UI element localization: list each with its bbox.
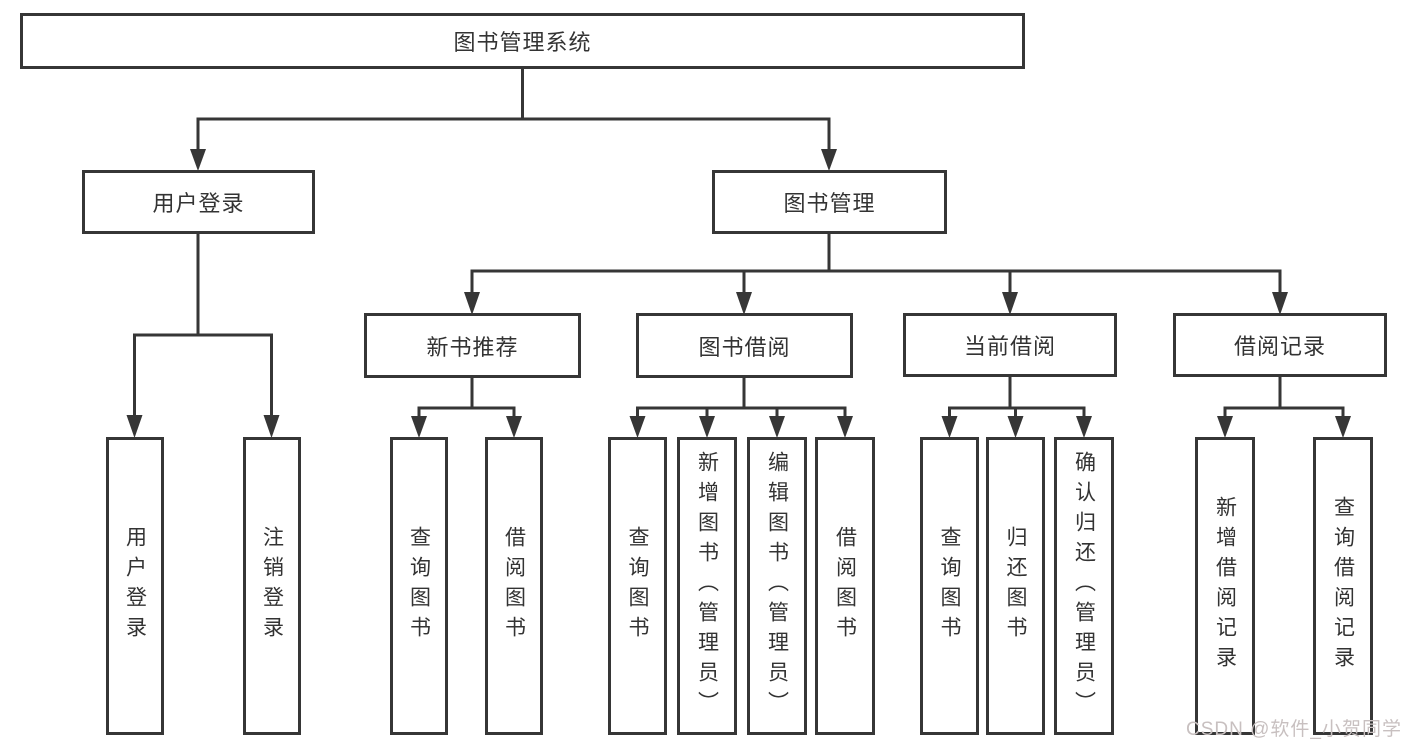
node-book-borrow: 图书借阅 — [636, 313, 853, 378]
leaf-user-login: 用户登录 — [106, 437, 164, 735]
leaf-query-borrow-record: 查询借阅记录 — [1313, 437, 1373, 735]
connector-user-login-to-leaves — [126, 233, 280, 438]
leaf-logout: 注销登录 — [243, 437, 301, 735]
leaf-borrow-books-borrow-label: 借阅图书 — [833, 526, 857, 646]
leaf-query-books-recommend: 查询图书 — [390, 437, 448, 735]
leaf-logout-label: 注销登录 — [260, 526, 284, 646]
csdn-watermark: CSDN @软件_小贺同学 — [1186, 719, 1402, 740]
node-new-book-recommend: 新书推荐 — [364, 313, 581, 378]
leaf-add-book-admin: 新增图书（管理员） — [677, 437, 737, 735]
node-borrow-records: 借阅记录 — [1173, 313, 1387, 377]
node-user-login: 用户登录 — [82, 170, 315, 234]
leaf-return-books: 归还图书 — [986, 437, 1045, 735]
connector-recommend-to-leaves — [411, 378, 522, 438]
leaf-edit-book-admin: 编辑图书（管理员） — [747, 437, 807, 735]
leaf-user-login-label: 用户登录 — [123, 526, 147, 646]
node-book-management: 图书管理 — [712, 170, 947, 234]
leaf-query-books-current-label: 查询图书 — [938, 526, 961, 646]
leaf-borrow-books-recommend: 借阅图书 — [485, 437, 543, 735]
leaf-edit-book-admin-label: 编辑图书（管理员） — [765, 451, 789, 721]
leaf-confirm-return-admin: 确认归还（管理员） — [1054, 437, 1114, 735]
leaf-query-books-borrow-label: 查询图书 — [626, 526, 649, 646]
leaf-query-borrow-record-label: 查询借阅记录 — [1331, 496, 1355, 676]
leaf-borrow-books-recommend-label: 借阅图书 — [502, 526, 526, 646]
connector-root-to-level2 — [190, 68, 837, 171]
leaf-add-book-admin-label: 新增图书（管理员） — [695, 451, 719, 721]
connector-records-to-leaves — [1217, 377, 1351, 438]
connector-book-mgmt-to-level3 — [464, 233, 1288, 315]
leaf-add-borrow-record-label: 新增借阅记录 — [1213, 496, 1237, 676]
connector-borrow-to-leaves — [629, 378, 853, 438]
node-library-system: 图书管理系统 — [20, 13, 1025, 69]
leaf-add-borrow-record: 新增借阅记录 — [1195, 437, 1255, 735]
leaf-query-books-borrow: 查询图书 — [608, 437, 667, 735]
node-current-borrow: 当前借阅 — [903, 313, 1117, 377]
connector-current-to-leaves — [941, 377, 1092, 438]
leaf-return-books-label: 归还图书 — [1004, 526, 1027, 646]
leaf-borrow-books-borrow: 借阅图书 — [815, 437, 875, 735]
leaf-confirm-return-admin-label: 确认归还（管理员） — [1072, 451, 1096, 721]
leaf-query-books-current: 查询图书 — [920, 437, 979, 735]
leaf-query-books-recommend-label: 查询图书 — [407, 526, 431, 646]
